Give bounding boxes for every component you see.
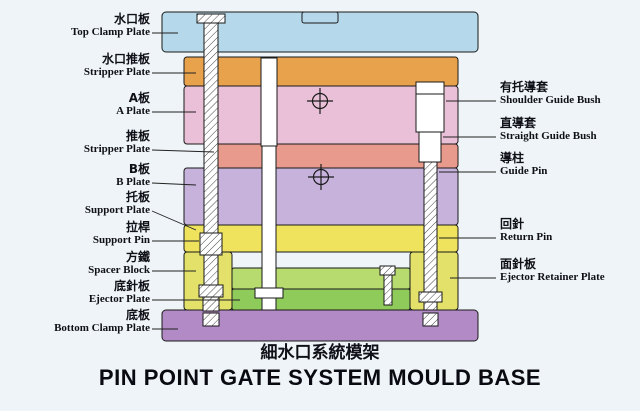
label-shoulder-guide-bush-en: Shoulder Guide Bush: [500, 94, 601, 106]
leader-b-plate: [151, 182, 197, 186]
label-return-pin-cn: 回針: [500, 217, 525, 231]
label-return-pin-en: Return Pin: [500, 231, 553, 243]
label-a-plate: A板 A Plate: [116, 92, 150, 118]
return-pin-flange: [418, 291, 443, 303]
label-b-plate-en: B Plate: [116, 176, 150, 188]
label-stripper-plate: 推板 Stripper Plate: [84, 130, 150, 156]
label-shoulder-guide-bush: 有托導套 Shoulder Guide Bush: [500, 81, 601, 107]
label-ejector-plate: 底針板 Ejector Plate: [89, 280, 150, 306]
center-pin-stem: [261, 297, 277, 311]
label-top-clamp-plate-en: Top Clamp Plate: [70, 26, 150, 38]
left-pin-head: [196, 13, 226, 24]
shoulder-guide-bush: [415, 81, 445, 133]
label-ejector-plate-cn: 底針板: [113, 279, 150, 293]
label-stripper-plate-cn: 推板: [125, 129, 150, 143]
label-support-pin-en: Support Pin: [92, 234, 150, 246]
label-spacer-block-cn: 方鐵: [125, 250, 150, 264]
label-shoulder-guide-bush-cn: 有托導套: [500, 80, 549, 94]
label-straight-guide-bush-cn: 直導套: [500, 116, 537, 130]
label-bottom-clamp-plate-en: Bottom Clamp Plate: [54, 322, 150, 334]
label-ejector-retainer-plate-cn: 面針板: [500, 257, 537, 271]
top-center-boss: [301, 11, 339, 24]
label-b-plate: B板 B Plate: [116, 163, 150, 189]
label-spacer-block: 方鐵 Spacer Block: [88, 251, 150, 277]
left-pin-lower-block: [202, 296, 220, 312]
right-pin-bolt: [422, 312, 439, 327]
label-support-pin: 拉桿 Support Pin: [93, 221, 150, 247]
label-return-pin: 回針 Return Pin: [500, 218, 552, 244]
support-pin-collar: [199, 232, 223, 256]
leader-stripper-plate: [151, 149, 215, 153]
center-pin-bore: [260, 57, 278, 147]
guide-pin-shaft: [423, 161, 438, 293]
label-runner-stripper-plate: 水口推板 Stripper Plate: [84, 53, 150, 79]
bottom-clamp-plate: [161, 309, 479, 342]
label-spacer-block-en: Spacer Block: [88, 264, 150, 276]
label-ejector-plate-en: Ejector Plate: [88, 293, 150, 305]
retainer-screw-head: [379, 265, 396, 276]
left-pin-base-block: [198, 284, 224, 298]
label-support-plate-en: Support Plate: [84, 204, 150, 216]
center-pin-flange: [254, 287, 284, 299]
label-bottom-clamp-plate: 底板 Bottom Clamp Plate: [54, 309, 150, 335]
label-b-plate-cn: B板: [128, 162, 150, 176]
label-stripper-plate-en: Stripper Plate: [83, 143, 150, 155]
screw-hole-crosshair-upper: [307, 88, 333, 114]
return-pin-stem: [423, 301, 438, 311]
label-bottom-clamp-plate-cn: 底板: [125, 308, 150, 322]
label-runner-stripper-plate-cn: 水口推板: [101, 52, 150, 66]
label-guide-pin: 導柱 Guide Pin: [500, 152, 547, 178]
label-ejector-retainer-plate-en: Ejector Retainer Plate: [500, 271, 605, 283]
label-top-clamp-plate-cn: 水口板: [113, 12, 150, 26]
label-a-plate-cn: A板: [128, 91, 150, 105]
label-support-pin-cn: 拉桿: [125, 220, 150, 234]
title-english: PIN POINT GATE SYSTEM MOULD BASE: [98, 365, 542, 390]
label-a-plate-en: A Plate: [116, 105, 150, 117]
center-pin-shaft: [261, 145, 277, 289]
label-top-clamp-plate: 水口板 Top Clamp Plate: [71, 13, 150, 39]
straight-guide-bush: [418, 131, 442, 163]
left-pin-bolt: [202, 312, 220, 327]
label-guide-pin-en: Guide Pin: [500, 165, 548, 177]
label-support-plate-cn: 托板: [125, 190, 150, 204]
screw-hole-crosshair-lower: [308, 164, 334, 190]
leader-support-plate: [151, 210, 197, 231]
label-straight-guide-bush-en: Straight Guide Bush: [500, 130, 597, 142]
label-ejector-retainer-plate: 面針板 Ejector Retainer Plate: [500, 258, 605, 284]
title-chinese: 細水口系統模架: [260, 343, 380, 363]
label-support-plate: 托板 Support Plate: [85, 191, 150, 217]
left-pin-shaft: [203, 22, 219, 234]
support-pin-shaft: [203, 254, 219, 286]
support-plate: [183, 224, 459, 253]
label-straight-guide-bush: 直導套 Straight Guide Bush: [500, 117, 597, 143]
label-runner-stripper-plate-en: Stripper Plate: [83, 66, 150, 78]
label-guide-pin-cn: 導柱: [500, 151, 525, 165]
retainer-screw-shank: [383, 274, 393, 306]
